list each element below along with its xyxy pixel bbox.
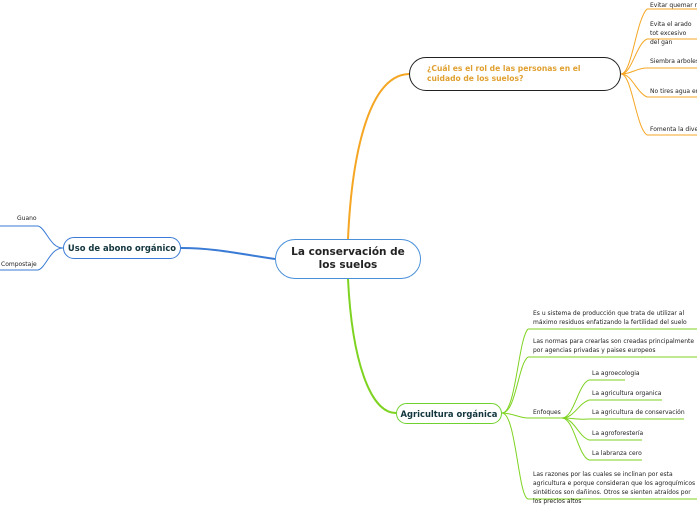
enfoque-labranza-cero[interactable]: La labranza cero: [592, 450, 642, 457]
subtopic-guano[interactable]: Guano: [17, 215, 37, 222]
central-topic-label: La conservación de los suelos: [291, 246, 405, 271]
topic-agricultura[interactable]: Agricultura orgánica: [396, 403, 502, 424]
enfoque-agricultura-conservacion[interactable]: La agricultura de conservación: [592, 409, 685, 416]
topic-abono[interactable]: Uso de abono orgánico: [63, 237, 181, 259]
personas-connectors: [620, 8, 697, 136]
enfoque-agroecologia[interactable]: La agroecologia: [592, 370, 640, 377]
abono-connectors: [0, 225, 64, 271]
subtopic-agricultura-definicion[interactable]: Es u sistema de producción que trata de …: [533, 310, 687, 326]
topic-personas[interactable]: ¿Cuál es el rol de las personas en el cu…: [409, 57, 621, 91]
topic-abono-label: Uso de abono orgánico: [67, 243, 177, 253]
subtopic-personas-2[interactable]: Evita el arado tot excesivo del gan: [650, 21, 692, 46]
central-topic[interactable]: La conservación de los suelos: [275, 239, 421, 279]
connector-central-agricultura: [347, 278, 397, 414]
topic-agricultura-label: Agricultura orgánica: [400, 408, 498, 419]
subtopic-compostaje[interactable]: Compostaje: [1, 261, 37, 268]
subtopic-personas-4[interactable]: No tires agua en: [650, 88, 697, 95]
topic-personas-label: ¿Cuál es el rol de las personas en el cu…: [427, 64, 581, 83]
subtopic-enfoques[interactable]: Enfoques: [533, 409, 561, 416]
agricultura-connectors: [501, 328, 697, 500]
subtopic-agricultura-razones[interactable]: Las razones por las cuales se inclinan p…: [533, 471, 696, 505]
subtopic-agricultura-normas[interactable]: Las normas para crearlas son creadas pri…: [533, 338, 695, 354]
enfoque-agricultura-organica[interactable]: La agricultura organica: [592, 390, 662, 397]
subtopic-personas-5[interactable]: Fomenta la diver: [650, 126, 697, 133]
subtopic-personas-3[interactable]: Siembra arboles: [650, 58, 697, 65]
connector-central-abono: [180, 247, 276, 260]
connector-central-personas: [347, 73, 410, 240]
enfoque-agroforesteria[interactable]: La agroforestería: [592, 430, 644, 437]
subtopic-personas-1[interactable]: Evitar quemar r: [650, 2, 697, 9]
